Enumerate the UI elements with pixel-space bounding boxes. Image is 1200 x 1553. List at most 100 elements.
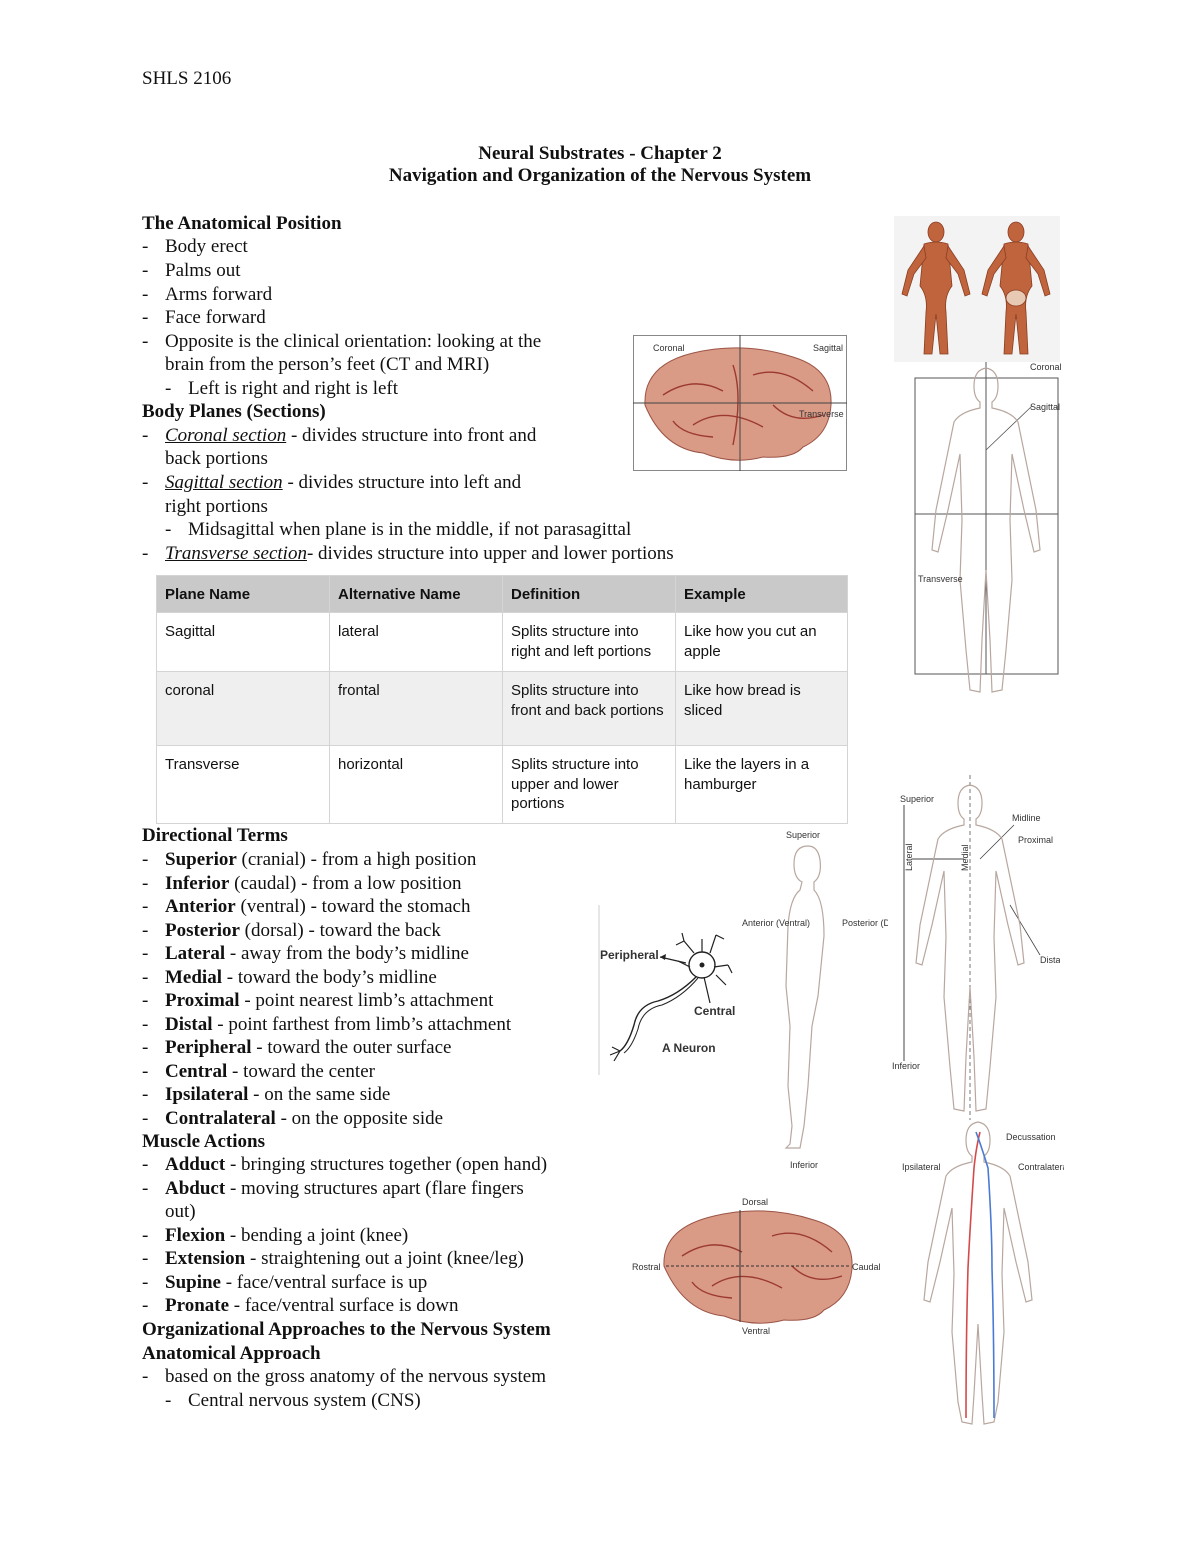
muscle-body-back — [981, 221, 1051, 355]
directional-term-item: -Central - toward the center — [142, 1060, 375, 1082]
table-cell: Like the layers in a hamburger — [675, 745, 848, 824]
term: Ipsilateral — [165, 1084, 249, 1105]
table-cell: Splits structure into upper and lower po… — [502, 745, 676, 824]
definition: - face/ventral surface is down — [229, 1295, 459, 1316]
list-item: -Opposite is the clinical orientation: l… — [142, 331, 542, 352]
body-outline — [923, 1121, 1033, 1425]
term: Proximal — [165, 990, 240, 1011]
list-item-continuation: brain from the person’s feet (CT and MRI… — [165, 354, 490, 375]
definition: - bending a joint (knee) — [225, 1224, 409, 1246]
term: Adduct — [165, 1154, 226, 1175]
directional-term-item: -Contralateral - on the opposite side — [142, 1107, 444, 1129]
sagittal-label: Sagittal — [1030, 402, 1060, 412]
definition: (dorsal) - toward the back — [239, 919, 441, 941]
transverse-label: Transverse — [918, 574, 963, 584]
directional-term-item: -Medial - toward the body’s midline — [142, 966, 437, 988]
term: Contralateral — [165, 1107, 276, 1129]
definition: - face/ventral surface is up — [220, 1271, 428, 1293]
contralateral-pathway — [975, 1131, 995, 1419]
section-heading-organizational: Organizational Approaches to the Nervous… — [142, 1319, 551, 1340]
definition: - away from the body’s midline — [225, 943, 469, 964]
lateral-label: Lateral — [904, 843, 914, 871]
sagittal-label: Sagittal — [813, 343, 843, 353]
table-cell: Transverse — [156, 745, 330, 824]
term: Pronate — [165, 1295, 230, 1316]
muscle-action-item: -Pronate - face/ventral surface is down — [142, 1295, 459, 1316]
doc-title: Neural Substrates - Chapter 2 — [478, 143, 722, 164]
front-body-directional-figure: Superior Midline Proximal Lateral Medial… — [892, 775, 1060, 1120]
contralateral-label: Contralateral — [1018, 1162, 1064, 1172]
neuron-figure: Peripheral Central A Neuron — [598, 905, 735, 1075]
muscle-action-item: -Supine - face/ventral surface is up — [142, 1271, 428, 1293]
table-header: Plane Name — [156, 575, 330, 613]
muscle-action-item: -Flexion - bending a joint (knee) — [142, 1224, 409, 1246]
term: Inferior — [165, 872, 230, 894]
section-heading-body-planes: Body Planes (Sections) — [142, 401, 326, 422]
section-heading-anatomical-position: The Anatomical Position — [142, 213, 342, 234]
definition: - point farthest from limb’s attachment — [212, 1013, 512, 1035]
decussation-label: Decussation — [1006, 1132, 1056, 1142]
section-heading-directional-terms: Directional Terms — [142, 825, 288, 846]
section-heading-muscle-actions: Muscle Actions — [142, 1131, 265, 1152]
sub-list-item: -Left is right and right is left — [165, 378, 399, 399]
caudal-label: Caudal — [852, 1262, 881, 1272]
table-cell: horizontal — [329, 745, 503, 824]
definition: - moving structures apart (flare fingers — [225, 1177, 524, 1199]
list-item: -Body erect — [142, 236, 248, 257]
muscle-body-front — [901, 221, 971, 355]
ipsilateral-pathway — [965, 1131, 981, 1419]
directional-term-item: -Proximal - point nearest limb’s attachm… — [142, 990, 494, 1011]
table-header-row: Plane Name Alternative Name Definition E… — [156, 575, 848, 613]
table-header: Alternative Name — [329, 575, 503, 613]
list-item: -Transverse section- divides structure i… — [142, 543, 674, 564]
muscle-anatomy-figure — [894, 216, 1060, 362]
proximal-label: Proximal — [1018, 835, 1053, 845]
anterior-label: Anterior (Ventral) — [742, 918, 810, 928]
table-cell: Like how you cut an apple — [675, 612, 848, 672]
directional-term-item: -Superior (cranial) - from a high positi… — [142, 849, 477, 870]
superior-label: Superior — [786, 830, 820, 840]
definition: - toward the center — [227, 1060, 375, 1082]
directional-term-item: -Distal - point farthest from limb’s att… — [142, 1013, 512, 1035]
inferior-label: Inferior — [892, 1061, 920, 1071]
table-cell: Like how bread is sliced — [675, 671, 848, 746]
directional-term-item: -Inferior (caudal) - from a low position — [142, 872, 462, 894]
directional-term-item: -Posterior (dorsal) - toward the back — [142, 919, 441, 941]
muscle-action-item: -Abduct - moving structures apart (flare… — [142, 1177, 524, 1199]
coronal-label: Coronal — [1030, 362, 1062, 372]
brain-image — [644, 347, 832, 461]
definition: - toward the body’s midline — [222, 966, 437, 988]
term: Central — [165, 1060, 228, 1082]
midline-label: Midline — [1012, 813, 1041, 823]
nerve-pathway-figure: Decussation Ipsilateral Contralateral — [902, 1121, 1064, 1425]
brain-image — [663, 1210, 853, 1324]
term: Lateral — [165, 943, 226, 964]
table-row: Sagittal lateral Splits structure into r… — [156, 612, 848, 672]
muscle-action-item: -Adduct - bringing structures together (… — [142, 1154, 548, 1175]
ipsilateral-label: Ipsilateral — [902, 1162, 941, 1172]
term: Extension — [165, 1248, 246, 1269]
body-outline — [931, 367, 1041, 693]
sub-list-item: -Central nervous system (CNS) — [165, 1390, 421, 1411]
term: Supine — [165, 1271, 221, 1293]
term: Abduct — [165, 1177, 226, 1199]
table-cell: lateral — [329, 612, 503, 672]
definition: - point nearest limb’s attachment — [239, 990, 494, 1011]
definition: - on the same side — [248, 1084, 391, 1105]
list-item: -Face forward — [142, 307, 266, 328]
definition: out) — [165, 1201, 196, 1222]
ventral-label: Ventral — [742, 1326, 770, 1336]
subheading-anatomical-approach: Anatomical Approach — [142, 1343, 321, 1364]
definition: - straightening out a joint (knee/leg) — [245, 1248, 524, 1269]
table-header: Definition — [502, 575, 676, 613]
list-item: -Coronal section - divides structure int… — [142, 425, 537, 446]
definition: (cranial) - from a high position — [236, 849, 477, 870]
muscle-action-item: -Extension - straightening out a joint (… — [142, 1248, 524, 1269]
list-item: -Sagittal section - divides structure in… — [142, 472, 522, 493]
term: Medial — [165, 966, 222, 988]
central-label: Central — [694, 1004, 735, 1018]
rostral-label: Rostral — [632, 1262, 661, 1272]
term: Flexion — [165, 1224, 226, 1246]
table-cell: coronal — [156, 671, 330, 746]
transverse-label: Transverse — [799, 409, 844, 419]
